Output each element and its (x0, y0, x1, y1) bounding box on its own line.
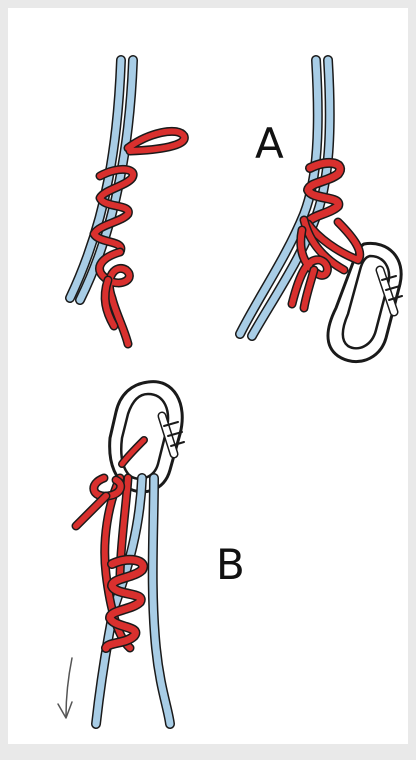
illustration-panel: A B (8, 8, 408, 744)
knot-diagram (8, 8, 416, 760)
pull-direction-arrow-icon (58, 658, 72, 718)
figure-label-a: A (255, 123, 284, 165)
carabiner-top-right (328, 243, 402, 361)
figure-label-b: B (216, 544, 245, 586)
